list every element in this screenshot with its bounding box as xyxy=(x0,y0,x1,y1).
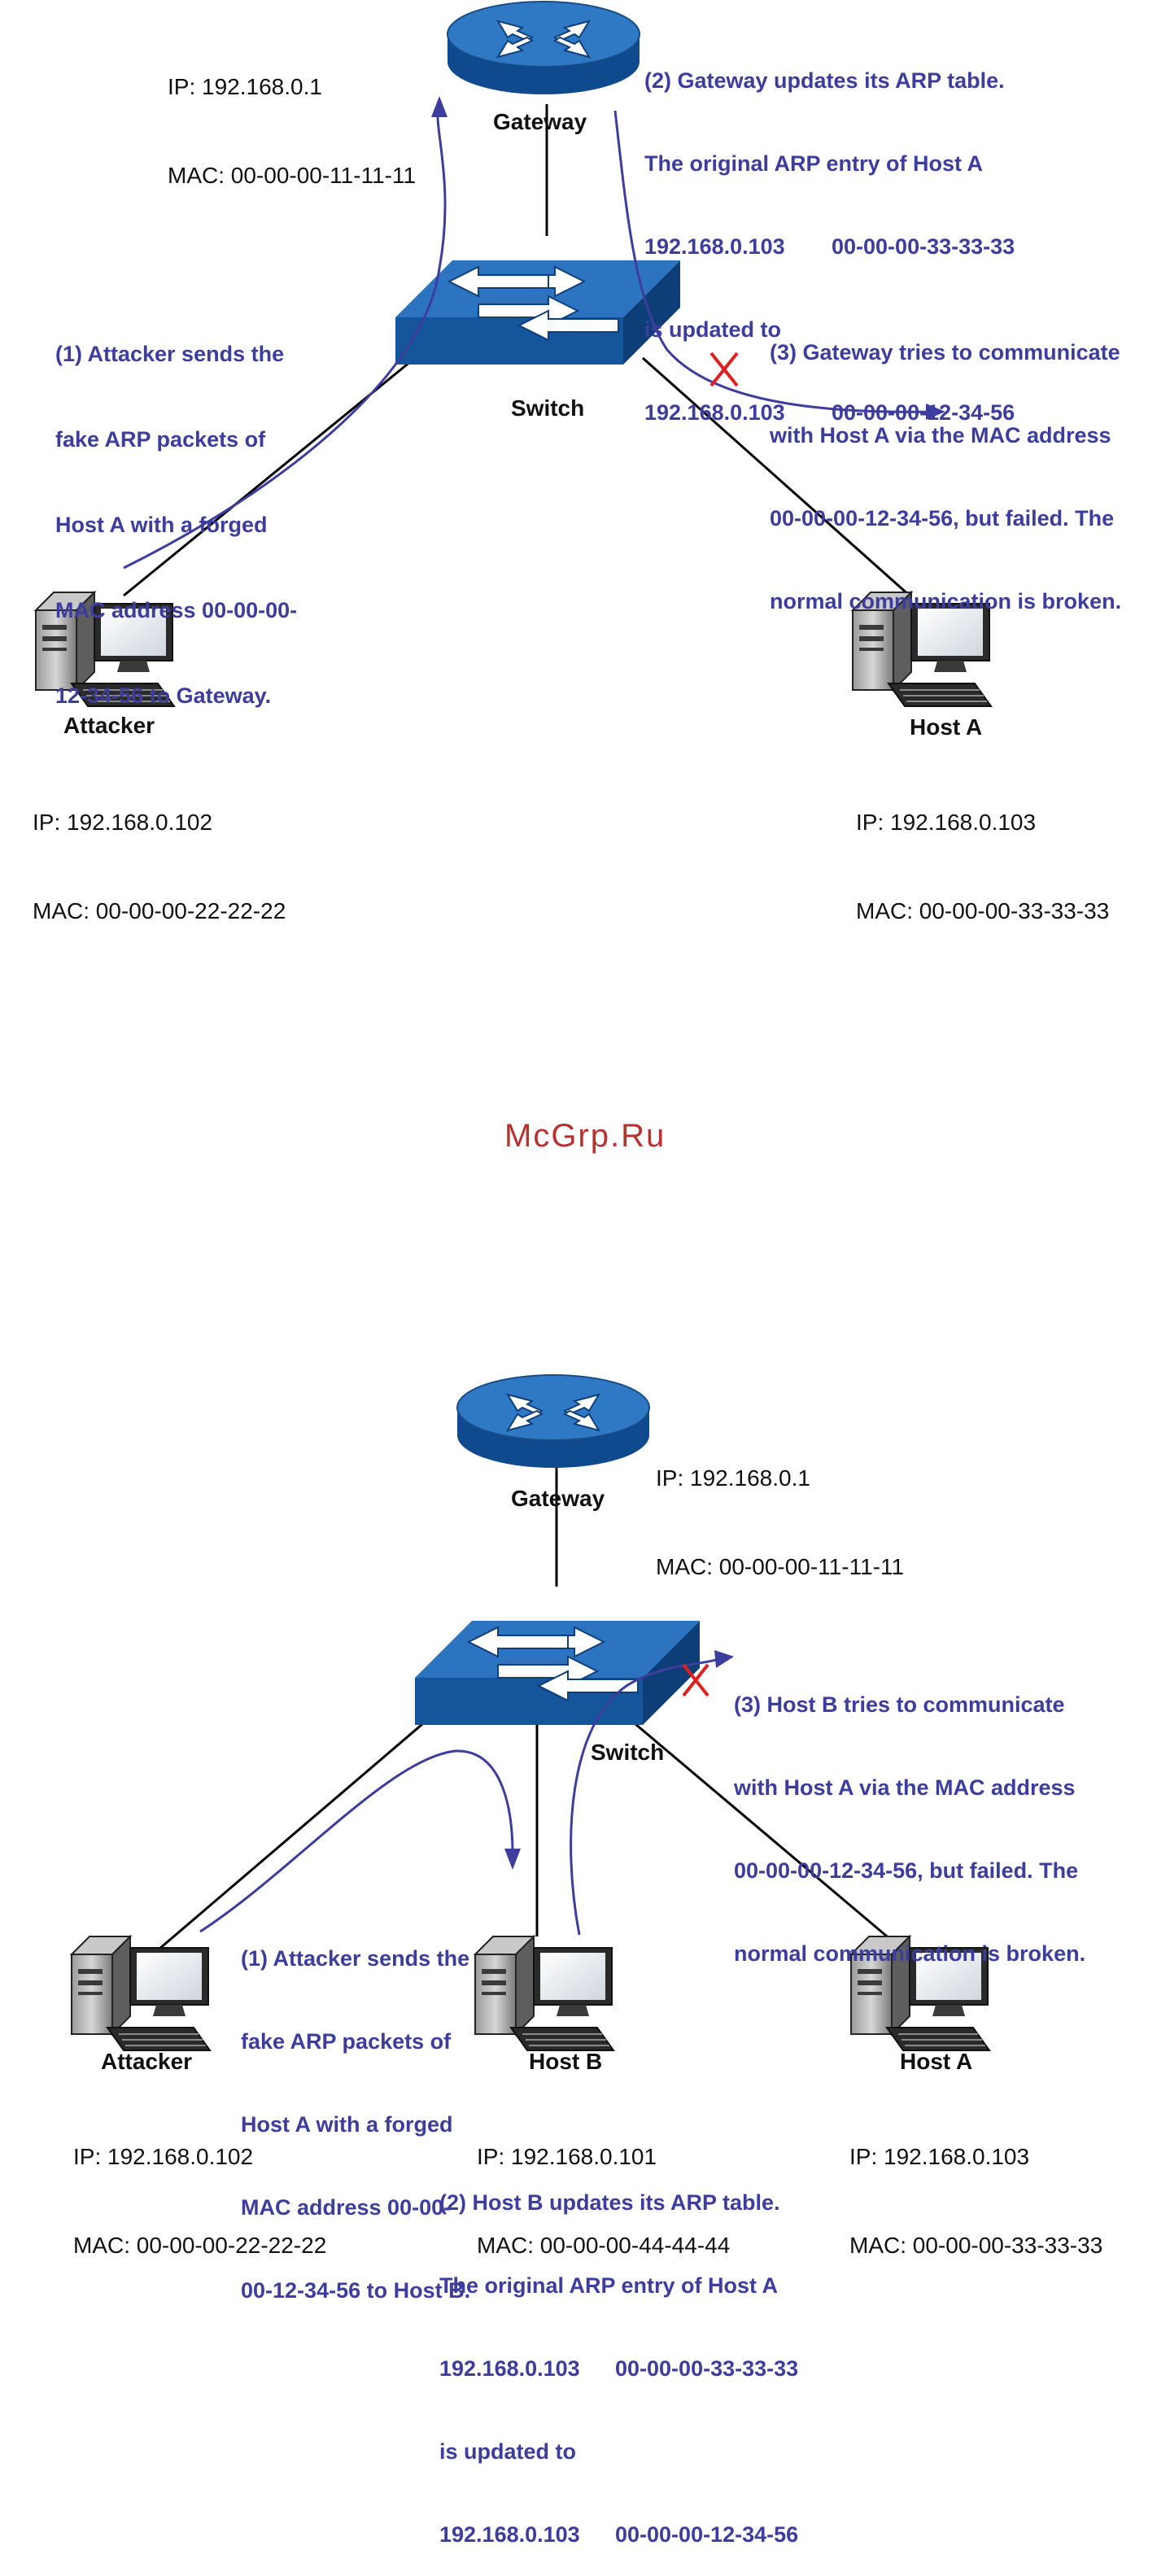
top-gateway-address: IP: 192.168.0.1 MAC: 00-00-00-11-11-11 xyxy=(168,13,416,220)
bottom-step1-line: fake ARP packets of xyxy=(241,2029,452,2054)
bottom-step1-line: 00-12-34-56 to Host B. xyxy=(241,2278,471,2303)
bottom-host-b-address: IP: 192.168.0.101 MAC: 00-00-00-44-44-44 xyxy=(477,2083,730,2290)
arp-spoofing-diagram: IP: 192.168.0.1 MAC: 00-00-00-11-11-11 G… xyxy=(33,1,1121,2547)
arrow-icon xyxy=(431,96,447,117)
top-host-a-label: Host A xyxy=(910,714,983,740)
top-step2-updated: is updated to xyxy=(644,317,781,342)
bottom-attacker-address: IP: 192.168.0.102 MAC: 00-00-00-22-22-22 xyxy=(73,2083,326,2290)
top-gateway-mac: MAC: 00-00-00-11-11-11 xyxy=(168,162,417,188)
bottom-step1-line: MAC address 00-00- xyxy=(241,2195,452,2220)
top-step1-line: 12-34-56 to Gateway. xyxy=(55,683,272,708)
bottom-step3-line: normal communication is broken. xyxy=(734,1941,1086,1966)
arrow-icon xyxy=(504,1849,521,1870)
top-attacker-ip: IP: 192.168.0.102 xyxy=(33,809,213,835)
bottom-arrow-heads xyxy=(504,1650,734,1870)
bottom-host-b-ip: IP: 192.168.0.101 xyxy=(477,2143,657,2169)
top-step1-line: Host A with a forged xyxy=(55,513,268,537)
top-step1-line: MAC address 00-00-00- xyxy=(55,598,298,622)
top-step3-line: (3) Gateway tries to communicate xyxy=(770,340,1120,365)
bottom-cross-icon xyxy=(682,1663,709,1697)
bottom-step1-line: (1) Attacker sends the xyxy=(241,1946,470,1971)
watermark: McGrp.Ru xyxy=(504,1118,666,1154)
top-cross-icon xyxy=(709,351,739,387)
bottom-gateway-mac: MAC: 00-00-00-11-11-11 xyxy=(656,1553,905,1579)
bottom-host-b-label: Host B xyxy=(529,2049,603,2074)
bottom-attacker-ip: IP: 192.168.0.102 xyxy=(73,2143,254,2169)
bottom-gateway-address: IP: 192.168.0.1 MAC: 00-00-00-11-11-11 xyxy=(656,1404,904,1612)
bottom-step1-line: Host A with a forged xyxy=(241,2112,453,2137)
bottom-links xyxy=(159,1465,902,1950)
bottom-gateway-ip: IP: 192.168.0.1 xyxy=(656,1465,810,1491)
diagram-graphics xyxy=(35,1,992,2051)
bottom-gateway-label: Gateway xyxy=(511,1486,605,1511)
bottom-step2-updated: is updated to xyxy=(439,2439,576,2464)
top-host-a-mac: MAC: 00-00-00-33-33-33 xyxy=(856,897,1110,923)
bottom-host-b-computer-icon xyxy=(474,1936,614,2051)
top-gateway-router-icon xyxy=(447,1,640,95)
bottom-step3-line: (3) Host B tries to communicate xyxy=(734,1692,1065,1717)
bottom-step2-annotation: (2) Host B updates its ARP table. The or… xyxy=(439,2133,798,2576)
top-step3-line: normal communication is broken. xyxy=(770,589,1122,613)
arrow-icon xyxy=(714,1650,734,1668)
top-step3-line: with Host A via the MAC address xyxy=(770,423,1111,448)
top-gateway-ip: IP: 192.168.0.1 xyxy=(168,73,322,99)
top-step2-line: The original ARP entry of Host A xyxy=(644,151,984,176)
top-host-a-ip: IP: 192.168.0.103 xyxy=(856,809,1037,835)
top-step2-annotation: (2) Gateway updates its ARP table. The o… xyxy=(644,11,1015,454)
bottom-step3-line: 00-00-00-12-34-56, but failed. The xyxy=(734,1858,1079,1883)
top-switch-label: Switch xyxy=(511,395,585,421)
bottom-attacker-label: Attacker xyxy=(101,2049,193,2074)
bottom-step3-line: with Host A via the MAC address xyxy=(734,1775,1076,1800)
bottom-host-a-ip: IP: 192.168.0.103 xyxy=(849,2143,1030,2169)
top-gateway-label: Gateway xyxy=(493,109,587,134)
top-step1-line: fake ARP packets of xyxy=(55,427,266,452)
top-attacker-mac: MAC: 00-00-00-22-22-22 xyxy=(33,897,286,923)
top-attacker-address: IP: 192.168.0.102 MAC: 00-00-00-22-22-22 xyxy=(33,749,286,956)
top-arrow-heads xyxy=(431,96,945,420)
bottom-gateway-router-icon xyxy=(456,1374,650,1469)
top-attacker-label: Attacker xyxy=(63,713,155,738)
top-step3-annotation: (3) Gateway tries to communicate with Ho… xyxy=(770,283,1121,643)
top-step1-line: (1) Attacker sends the xyxy=(55,342,285,366)
bottom-host-a-address: IP: 192.168.0.103 MAC: 00-00-00-33-33-33 xyxy=(849,2083,1102,2290)
bottom-host-a-label: Host A xyxy=(900,2049,973,2074)
bottom-host-a-mac: MAC: 00-00-00-33-33-33 xyxy=(849,2232,1103,2258)
bottom-step3-annotation: (3) Host B tries to communicate with Hos… xyxy=(734,1635,1085,1995)
bottom-step2-line: The original ARP entry of Host A xyxy=(439,2273,779,2298)
bottom-attacker-mac: MAC: 00-00-00-22-22-22 xyxy=(73,2232,327,2258)
arrow-icon xyxy=(926,404,945,420)
bottom-step2-line: (2) Host B updates its ARP table. xyxy=(439,2190,780,2215)
bottom-host-b-mac: MAC: 00-00-00-44-44-44 xyxy=(477,2232,731,2258)
top-step1-annotation: (1) Attacker sends the fake ARP packets … xyxy=(55,283,297,739)
bottom-step1-annotation: (1) Attacker sends the fake ARP packets … xyxy=(241,1889,470,2332)
top-step2-line: (2) Gateway updates its ARP table. xyxy=(644,68,1005,93)
top-arrows xyxy=(123,103,936,570)
top-host-a-address: IP: 192.168.0.103 MAC: 00-00-00-33-33-33 xyxy=(856,749,1109,956)
bottom-switch-label: Switch xyxy=(591,1740,665,1765)
bottom-attacker-computer-icon xyxy=(71,1936,211,2051)
top-step3-line: 00-00-00-12-34-56, but failed. The xyxy=(770,506,1115,530)
